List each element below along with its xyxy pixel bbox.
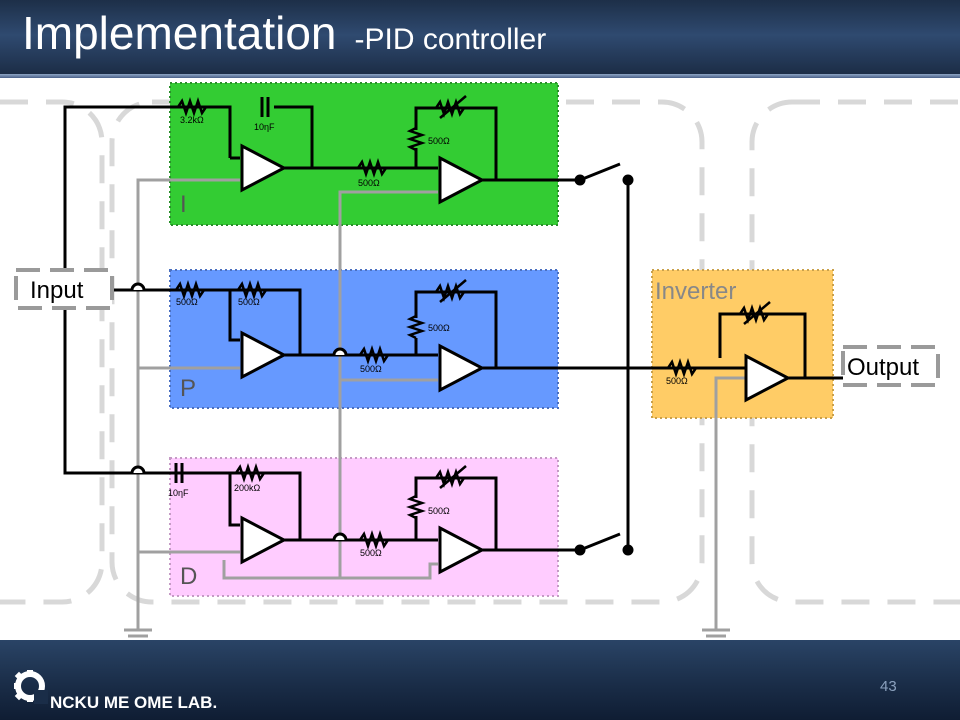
output-terminal-label: Output bbox=[847, 354, 919, 381]
derivative-block bbox=[169, 457, 559, 597]
lab-logo-icon bbox=[14, 670, 48, 704]
page-number: 43 bbox=[880, 678, 897, 695]
input-terminal-label: Input bbox=[30, 277, 84, 304]
inverter-label: Inverter bbox=[655, 278, 736, 305]
integral-label: I bbox=[180, 191, 187, 218]
footer-logo-text: NCKU ME OME LAB. bbox=[50, 693, 218, 712]
label-p-rf: 500Ω bbox=[238, 297, 260, 307]
slide-footer bbox=[0, 640, 960, 720]
derivative-label: D bbox=[180, 563, 197, 590]
label-d-rf: 200kΩ bbox=[234, 483, 261, 493]
label-d-c1: 10ηF bbox=[168, 488, 189, 498]
wire-crossings bbox=[130, 282, 348, 541]
label-i-r2: 500Ω bbox=[358, 178, 380, 188]
capacitor-derivative bbox=[174, 463, 184, 483]
slide-header bbox=[0, 0, 960, 78]
label-d-pot: 500Ω bbox=[428, 506, 450, 516]
capacitor-integral bbox=[260, 97, 270, 117]
label-inv-r: 500Ω bbox=[666, 376, 688, 386]
signal-wires bbox=[63, 105, 845, 552]
ground-symbol-right bbox=[702, 628, 730, 638]
proportional-label: P bbox=[180, 375, 196, 402]
label-i-r1: 3.2kΩ bbox=[180, 115, 204, 125]
ground-wires bbox=[136, 178, 745, 630]
inverter-block bbox=[651, 269, 834, 419]
label-d-r2: 500Ω bbox=[360, 548, 382, 558]
output-terminal-box bbox=[841, 345, 940, 387]
slide-title: Implementation -PID controller bbox=[22, 6, 546, 60]
switch-derivative bbox=[574, 532, 634, 556]
label-i-c1: 10ηF bbox=[254, 122, 275, 132]
header-divider bbox=[0, 74, 960, 78]
resistors bbox=[174, 97, 698, 550]
switch-integral bbox=[574, 162, 634, 186]
integral-block bbox=[169, 82, 559, 226]
input-terminal-box bbox=[14, 268, 114, 310]
title-main: Implementation bbox=[22, 7, 337, 59]
label-i-pot: 500Ω bbox=[428, 136, 450, 146]
title-subtitle: -PID controller bbox=[354, 23, 547, 56]
label-p-r1: 500Ω bbox=[176, 297, 198, 307]
label-p-pot: 500Ω bbox=[428, 323, 450, 333]
potentiometers bbox=[434, 95, 771, 489]
ground-symbol-left bbox=[124, 628, 152, 638]
label-p-r2: 500Ω bbox=[360, 364, 382, 374]
